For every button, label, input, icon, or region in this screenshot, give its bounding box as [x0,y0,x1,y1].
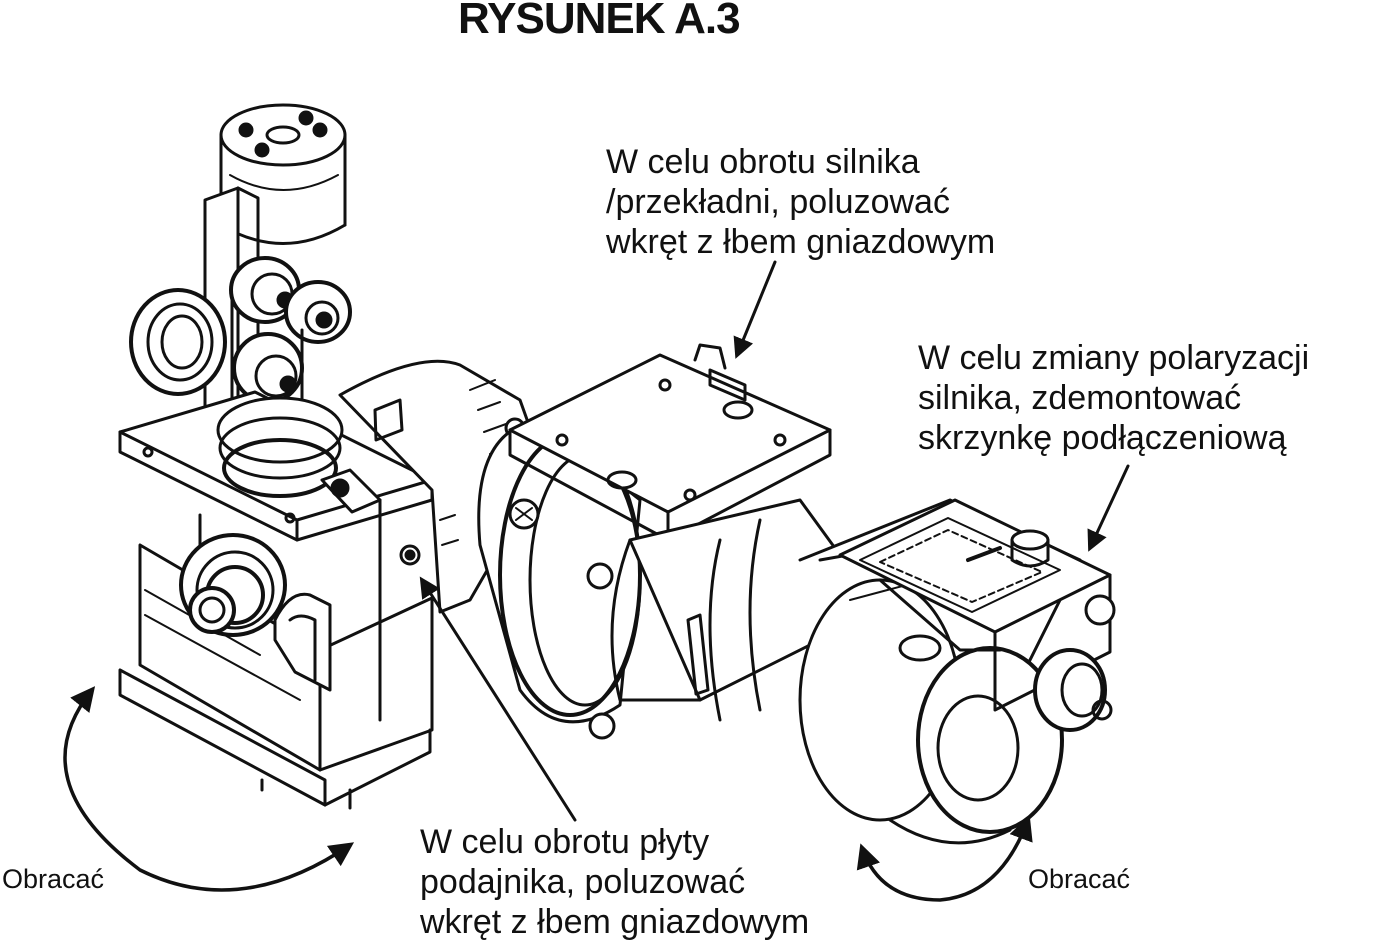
callout-line: W celu zmiany polaryzacji [918,339,1310,377]
connection-box [838,498,1116,732]
motor-assembly [477,343,1116,845]
connection-box-arrow [1087,464,1130,552]
motor-mount-plate [508,343,832,542]
callout-line: W celu obrotu płyty [420,823,710,861]
gear-housing [118,498,434,810]
feeder-plate [118,390,434,542]
rotate-label-left: Obracać [2,864,105,894]
feeder-assembly [118,103,434,810]
callout-line: wkręt z łbem gniazdowym [606,223,996,261]
rotate-label-right: Obracać [1028,864,1131,894]
rotation-arrows [63,686,1033,902]
callout-line: W celu obrotu silnika [606,143,920,181]
right-rotation-arrow [856,815,1033,902]
figure-title: RYSUNEK A.3 [458,0,741,43]
motor-screw-arrow [733,260,777,359]
callout-line: wkręt z łbem gniazdowym [420,903,810,941]
plate-rotation-callout: W celu obrotu płyty podajnika, poluzować… [420,822,809,942]
leader-arrows [419,260,1130,822]
callout-line: skrzynkę podłączeniową [918,419,1287,457]
plate-screw-arrow [419,576,577,822]
left-rotation-arrow [63,686,355,892]
drive-rolls [229,256,352,422]
pressure-wheel [129,288,227,396]
polarity-change-callout: W celu zmiany polaryzacji silnika, zdemo… [918,338,1309,458]
callout-line: podajnika, poluzować [420,863,746,901]
callout-line: silnika, zdemontować [918,379,1242,417]
callout-line: /przekładni, poluzować [606,183,950,221]
motor-rotation-callout: W celu obrotu silnika /przekładni, poluz… [606,142,995,262]
spool-hub [219,103,347,245]
